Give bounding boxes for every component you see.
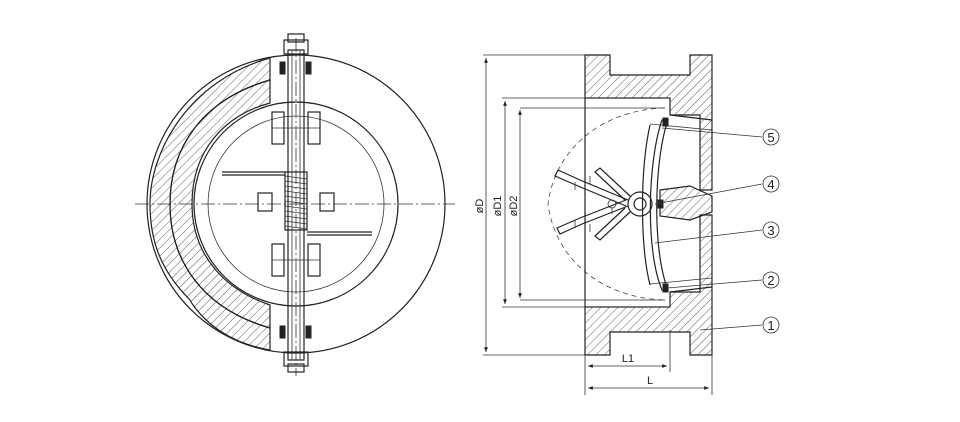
leader-3: [654, 229, 763, 244]
section-view: øD øD1 øD2 L1 L 5 4 3: [474, 54, 780, 395]
dim-label-d: øD: [474, 199, 486, 214]
dim-label-l: L: [647, 375, 653, 387]
leader-5: [661, 127, 763, 138]
leader-1: [699, 324, 763, 331]
svg-text:2: 2: [767, 273, 774, 288]
dim-label-l1: L1: [622, 353, 634, 365]
body-outer-circle: [146, 54, 446, 354]
leader-4: [654, 183, 763, 205]
stop-pin-boss: [659, 185, 713, 221]
left-boss: [257, 192, 273, 212]
bore-circle: [193, 101, 399, 307]
dim-label-d1: øD1: [492, 196, 504, 217]
disc-circle: [207, 115, 385, 293]
callout-3: 3: [762, 221, 780, 239]
right-boss: [319, 192, 335, 212]
callout-5: 5: [762, 128, 780, 146]
svg-text:5: 5: [767, 130, 774, 145]
top-bolt: [283, 39, 309, 55]
hinge-hub: [627, 191, 653, 217]
svg-text:4: 4: [767, 177, 774, 192]
top-body-section: [584, 54, 713, 191]
svg-text:1: 1: [767, 318, 774, 333]
callout-4: 4: [762, 175, 780, 193]
disc-swing-arc: [547, 107, 666, 301]
body-inner-hatch: [169, 79, 271, 329]
callout-2: 2: [762, 271, 780, 289]
spring-arms: [554, 167, 631, 241]
svg-text:3: 3: [767, 223, 774, 238]
bottom-bolt: [283, 351, 309, 367]
callout-1: 1: [762, 316, 780, 334]
hinge-pin: [287, 49, 305, 361]
leader-2: [666, 279, 763, 289]
spring-coils: [284, 175, 308, 230]
front-view: [135, 33, 455, 376]
dim-label-d2: øD2: [508, 196, 520, 217]
